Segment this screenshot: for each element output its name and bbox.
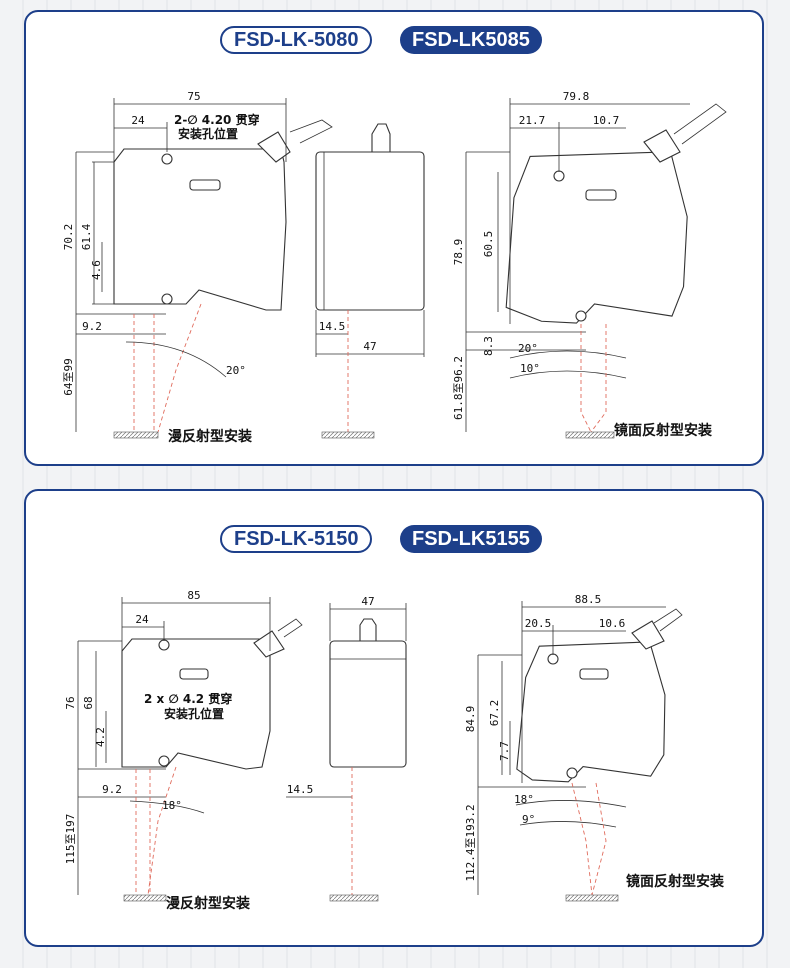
mirror-angle-b: 9° — [522, 813, 535, 826]
front-view — [75, 98, 333, 439]
mirror-left: 21.7 — [519, 114, 546, 127]
mirror-angle-a: 18° — [514, 793, 534, 806]
mount-note-line1: 2-∅ 4.20 贯穿 — [174, 112, 260, 127]
side-offset: 14.5 — [287, 783, 314, 796]
mirror-h-total: 84.9 — [464, 706, 477, 733]
mirror-range: 112.4至193.2 — [464, 804, 477, 881]
side-depth: 47 — [361, 595, 374, 608]
mirror-right: 10.7 — [593, 114, 620, 127]
mirror-width: 88.5 — [575, 593, 602, 606]
dim-h-small: 4.2 — [94, 727, 107, 747]
front-view — [77, 597, 303, 902]
dim-angle: 20° — [226, 364, 246, 377]
side-offset: 14.5 — [319, 320, 346, 333]
panel-lk5150: FSD-LK-5150 FSD-LK5155 — [24, 489, 764, 947]
model-title-b: FSD-LK5085 — [400, 26, 542, 54]
model-title-b: FSD-LK5155 — [400, 525, 542, 553]
side-depth: 47 — [363, 340, 376, 353]
mirror-view — [465, 98, 727, 439]
panel-lk5080: FSD-LK-5080 FSD-LK5085 — [24, 10, 764, 466]
caption-diffuse: 漫反射型安装 — [166, 896, 250, 912]
dim-width: 75 — [187, 90, 200, 103]
caption-mirror: 镜面反射型安装 — [626, 874, 724, 890]
dim-h-body: 61.4 — [80, 223, 93, 250]
dim-angle: 18° — [162, 799, 182, 812]
dim-h-total: 70.2 — [62, 224, 75, 251]
caption-diffuse: 漫反射型安装 — [168, 429, 252, 445]
dim-offset: 9.2 — [102, 783, 122, 796]
dim-range: 115至197 — [64, 814, 77, 865]
mirror-angle-b: 10° — [520, 362, 540, 375]
dim-range: 64至99 — [62, 358, 75, 396]
drawing-lk5080: 75 24 2-∅ 4.20 贯穿 安装孔位置 70.2 61.4 4.6 9.… — [62, 90, 727, 439]
mount-note-line1: 2 x ∅ 4.2 贯穿 — [144, 691, 232, 706]
side-view — [286, 603, 407, 902]
caption-mirror: 镜面反射型安装 — [614, 423, 712, 439]
mirror-h-total: 78.9 — [452, 239, 465, 266]
model-title-row: FSD-LK-5150 FSD-LK5155 — [26, 525, 762, 557]
mirror-h-small: 7.7 — [498, 741, 511, 761]
model-title-row: FSD-LK-5080 FSD-LK5085 — [26, 26, 762, 58]
drawing-lk5150: 85 24 2 x ∅ 4.2 贯穿 安装孔位置 76 68 4.2 9.2 1… — [64, 589, 683, 902]
mount-note-line2: 安装孔位置 — [164, 706, 224, 721]
mount-note-line2: 安装孔位置 — [178, 126, 238, 141]
mirror-left: 20.5 — [525, 617, 552, 630]
mirror-right: 10.6 — [599, 617, 626, 630]
side-view — [315, 123, 425, 439]
dim-h-body: 68 — [82, 696, 95, 709]
dim-width: 85 — [187, 589, 200, 602]
mirror-range: 61.8至96.2 — [452, 356, 465, 420]
mirror-h-body: 67.2 — [488, 700, 501, 727]
mirror-angle-a: 20° — [518, 342, 538, 355]
dim-offset: 9.2 — [82, 320, 102, 333]
model-title-a: FSD-LK-5080 — [220, 26, 373, 54]
mirror-h-body: 60.5 — [482, 231, 495, 258]
mirror-offset: 8.3 — [482, 336, 495, 356]
mirror-view — [477, 601, 683, 902]
mirror-width: 79.8 — [563, 90, 590, 103]
model-title-a: FSD-LK-5150 — [220, 525, 373, 553]
dim-left: 24 — [131, 114, 145, 127]
dim-left: 24 — [135, 613, 149, 626]
dim-h-small: 4.6 — [90, 260, 103, 280]
dim-h-total: 76 — [64, 696, 77, 709]
